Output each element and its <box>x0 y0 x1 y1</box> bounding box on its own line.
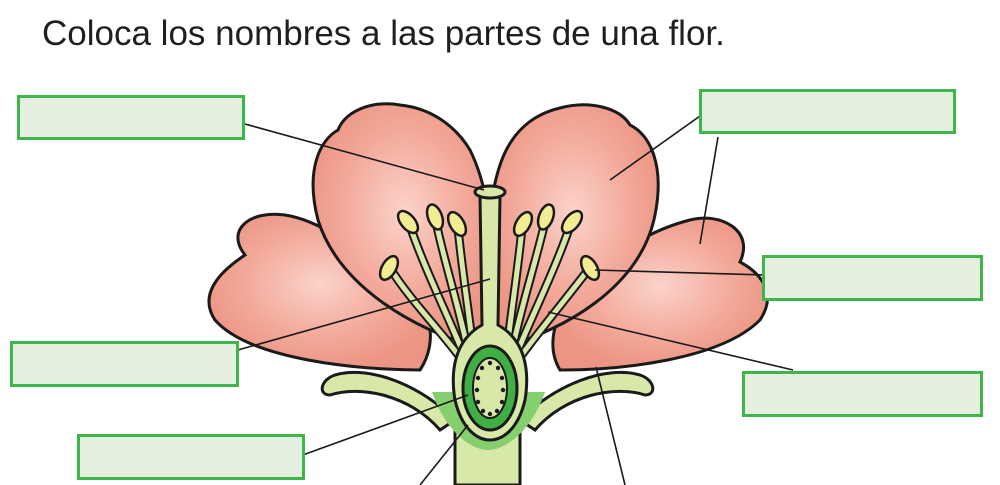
answer-box-mid-left[interactable] <box>10 341 239 387</box>
answer-box-lower-right[interactable] <box>742 371 983 417</box>
sepal-right <box>517 370 655 432</box>
answer-box-bottom-left[interactable] <box>77 434 305 480</box>
answer-box-top-left[interactable] <box>17 95 245 140</box>
leader-lines <box>237 115 794 485</box>
page-title: Coloca los nombres a las partes de una f… <box>42 14 725 53</box>
sepal-left <box>320 370 458 432</box>
stigma <box>473 184 507 200</box>
ovules <box>474 360 506 417</box>
anthers <box>378 203 601 282</box>
answer-box-mid-right[interactable] <box>762 255 983 301</box>
ovary-chamber <box>472 357 508 419</box>
answer-box-top-right[interactable] <box>699 89 956 134</box>
